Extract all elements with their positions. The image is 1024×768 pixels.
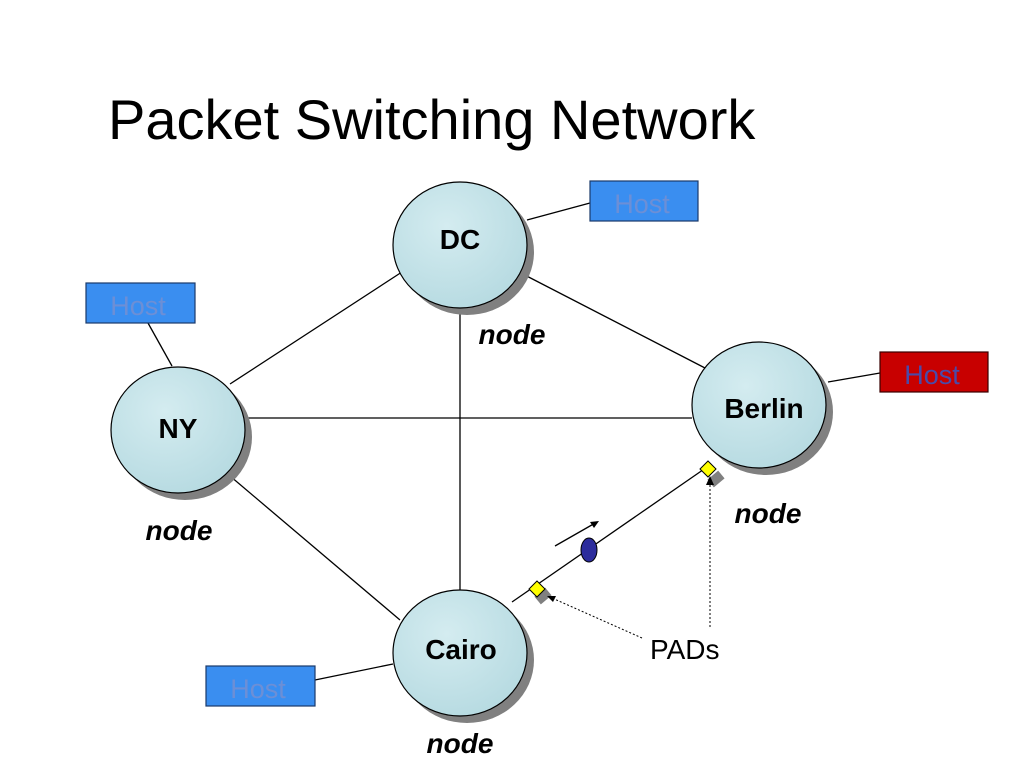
link-ny-cairo xyxy=(229,475,401,621)
pads-callout xyxy=(551,482,711,639)
packet xyxy=(554,521,599,563)
host-label-dc: Host xyxy=(614,189,670,219)
host-label-ny: Host xyxy=(110,291,166,321)
node-cairo[interactable]: Cairo xyxy=(392,589,534,723)
node-caption-dc: node xyxy=(479,319,546,350)
node-caption-cairo: node xyxy=(427,728,494,759)
node-dc[interactable]: DC xyxy=(392,181,534,315)
node-berlin[interactable]: Berlin xyxy=(691,341,833,475)
link-cairo-berlin xyxy=(511,464,711,603)
node-caption-ny: node xyxy=(146,515,213,546)
host-berlin[interactable]: Host xyxy=(879,351,989,393)
node-caption-berlin: node xyxy=(735,498,802,529)
host-links xyxy=(147,202,881,681)
link-dc-host xyxy=(526,202,591,221)
links xyxy=(229,269,711,621)
link-ny-host xyxy=(147,322,173,367)
packet-ellipse xyxy=(580,537,598,563)
node-ny[interactable]: NY xyxy=(110,366,252,500)
host-ny[interactable]: Host xyxy=(85,282,196,324)
node-label-ny: NY xyxy=(159,413,198,444)
packet-direction-arrow xyxy=(554,521,598,547)
pads-label: PADs xyxy=(650,634,720,665)
link-cairo-host xyxy=(314,663,394,681)
link-ny-dc xyxy=(229,269,406,385)
node-label-cairo: Cairo xyxy=(425,634,497,665)
host-dc[interactable]: Host xyxy=(589,180,699,222)
host-label-berlin: Host xyxy=(904,360,960,390)
node-label-berlin: Berlin xyxy=(724,393,803,424)
pad-cairo xyxy=(528,580,552,605)
node-label-dc: DC xyxy=(440,224,480,255)
pads-pointer-cairo xyxy=(551,597,643,639)
host-label-cairo: Host xyxy=(230,674,286,704)
link-berlin-host xyxy=(827,372,881,383)
slide-title: Packet Switching Network xyxy=(108,88,756,151)
host-cairo[interactable]: Host xyxy=(205,665,316,707)
link-dc-berlin xyxy=(514,269,706,369)
